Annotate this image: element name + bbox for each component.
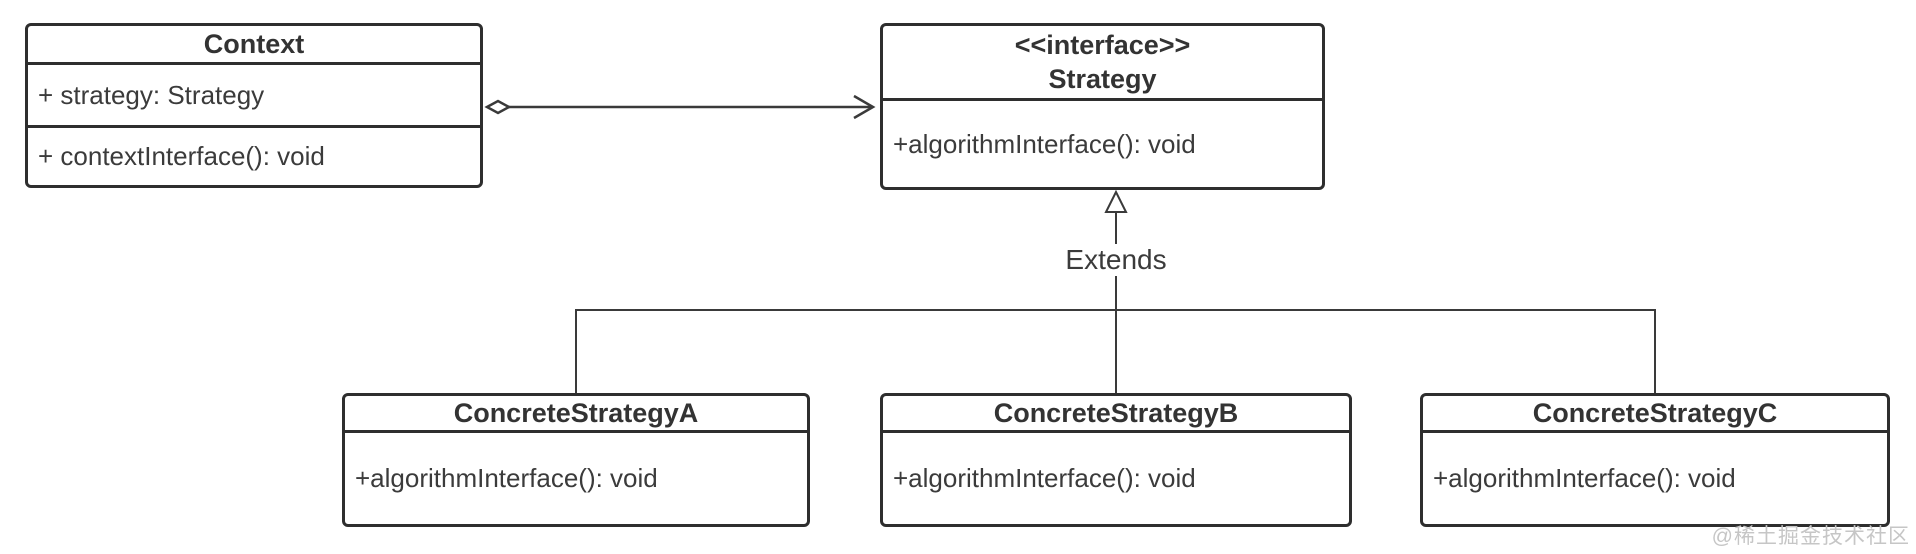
class-box-context: Context + strategy: Strategy + contextIn… [25,23,483,188]
class-method-strategy: +algorithmInterface(): void [893,128,1196,159]
inheritance-bus-line [575,309,1656,393]
class-box-strategy-interface: <<interface>> Strategy +algorithmInterfa… [880,23,1325,190]
aggregation-diamond-icon [484,99,512,115]
class-box-concrete-strategy-c: ConcreteStrategyC +algorithmInterface():… [1420,393,1890,527]
class-method-context: + contextInterface(): void [38,141,325,171]
class-method-concrete-strategy-a: +algorithmInterface(): void [355,463,658,493]
class-method-concrete-strategy-b: +algorithmInterface(): void [893,463,1196,493]
class-title-concrete-strategy-b: ConcreteStrategyB [883,396,1349,433]
interface-stereotype: <<interface>> [1014,30,1191,60]
class-attribute-context: + strategy: Strategy [28,65,480,128]
class-box-concrete-strategy-b: ConcreteStrategyB +algorithmInterface():… [880,393,1352,527]
class-title-context: Context [28,26,480,65]
watermark: @稀土掘金技术社区 [1711,525,1910,548]
class-title-strategy: <<interface>> Strategy [883,26,1322,101]
class-method-concrete-strategy-c: +algorithmInterface(): void [1433,463,1736,493]
hollow-triangle-arrowhead-icon [1104,189,1128,213]
class-box-concrete-strategy-a: ConcreteStrategyA +algorithmInterface():… [342,393,810,527]
interface-name: Strategy [1048,64,1157,94]
open-arrowhead-icon [853,94,876,120]
class-title-concrete-strategy-a: ConcreteStrategyA [345,396,807,433]
class-title-concrete-strategy-c: ConcreteStrategyC [1423,396,1887,433]
extends-label: Extends [1057,244,1175,276]
